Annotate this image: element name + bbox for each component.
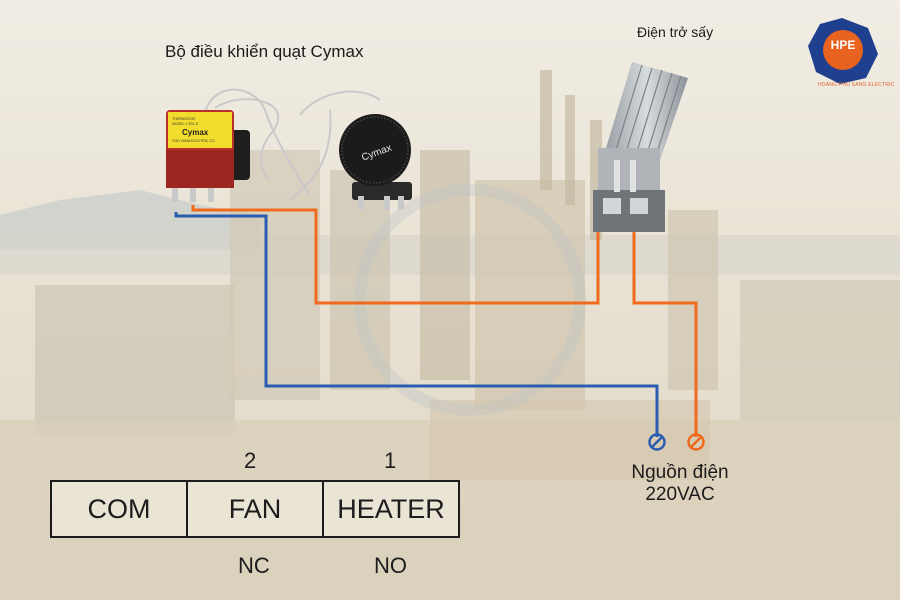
fan-terminal-number: 2 — [244, 448, 257, 473]
hpe-logo-icon — [808, 18, 878, 84]
relay-fine-print-3: CHO YAMA ELECTRIC CO. — [172, 139, 216, 143]
heater-terminal-number: 1 — [384, 448, 397, 473]
power-terminal-line-icon — [687, 433, 705, 451]
power-label-line1: Nguồn điện — [631, 462, 729, 483]
blue-wire-com — [174, 212, 659, 437]
power-label-line2: 220VAC — [645, 484, 715, 505]
cymax-dial-thermostat: Cymax — [339, 114, 412, 210]
heater-contact-state: NO — [374, 553, 407, 578]
orange-wire-heater-return — [632, 232, 698, 437]
power-terminals — [648, 433, 705, 451]
relay-fine-print-1: THERMOSTAT — [172, 117, 196, 121]
orange-wire-fan — [191, 205, 600, 305]
terminal-heater: HEATER — [322, 480, 460, 538]
wires — [174, 205, 698, 437]
brand-logo-text: HPE — [830, 38, 856, 52]
cymax-relay-thermostat: THERMOSTAT MODEL: LTS1-S Cymax CHO YAMA … — [166, 110, 250, 202]
power-source-label: Nguồn điện 220VAC — [620, 462, 740, 506]
controller-title: Bộ điều khiển quạt Cymax — [165, 42, 364, 61]
fan-contact-state: NC — [238, 553, 270, 578]
relay-fine-print-2: MODEL: LTS1-S — [172, 122, 199, 126]
brand-caption: HOÀNG PHÚ SANG ELECTRIC — [818, 82, 895, 88]
finned-heater — [593, 62, 688, 232]
power-terminal-neutral-icon — [648, 433, 666, 451]
heater-title: Điện trở sấy — [637, 24, 714, 40]
relay-brand: Cymax — [182, 128, 209, 137]
thermostat-capillaries — [204, 88, 381, 201]
terminal-com: COM — [50, 480, 188, 538]
terminal-fan: FAN — [186, 480, 324, 538]
